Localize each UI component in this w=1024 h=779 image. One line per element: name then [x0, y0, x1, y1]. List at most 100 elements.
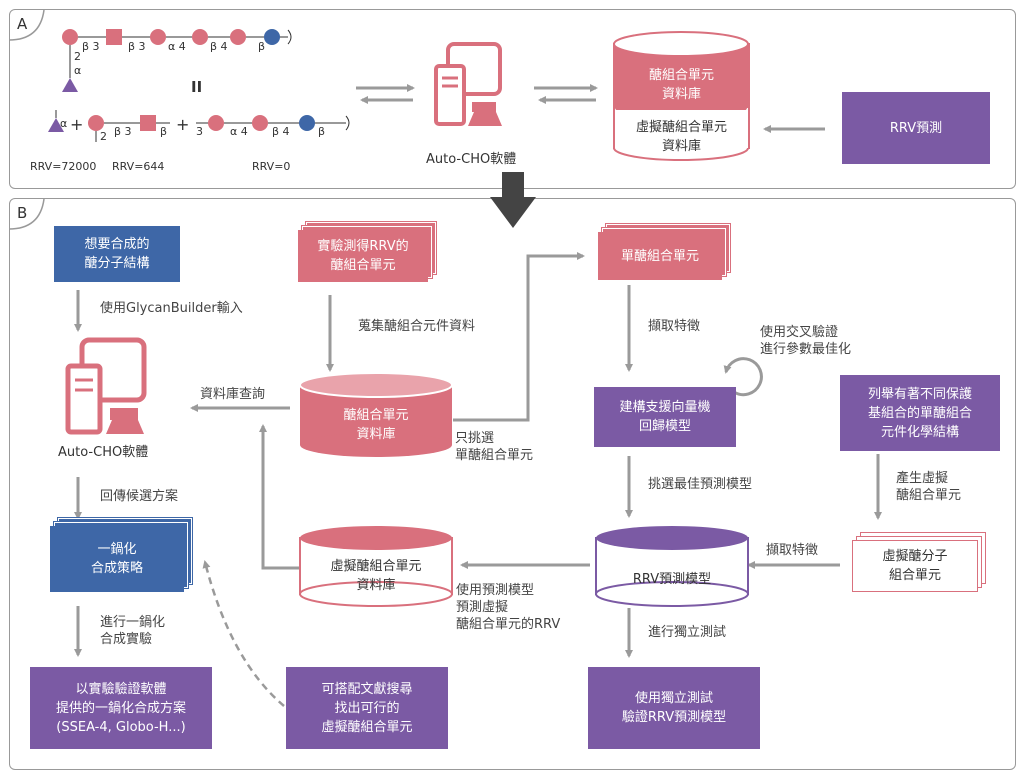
rrv-label: RRV=72000 — [30, 160, 97, 173]
tag-b-arc — [8, 198, 45, 230]
link-label: β 4 — [272, 125, 290, 138]
software-label: Auto-CHO軟體 — [426, 152, 517, 167]
glycan-triangle — [48, 118, 64, 132]
box-line: 虛擬醣分子 — [882, 549, 948, 564]
glycan-circle — [252, 115, 268, 131]
svg-text:+: + — [176, 115, 189, 134]
db-line: 醣組合單元 — [343, 408, 409, 423]
indep-box: 使用獨立測試 驗證RRV預測模型 — [588, 667, 760, 749]
equals-sign: II — [191, 78, 203, 96]
branch-label: α — [74, 64, 82, 77]
loop-arrow — [723, 357, 763, 397]
svg-text:+: + — [70, 115, 83, 134]
perform-line: 合成實驗 — [100, 632, 153, 647]
glycan-circle-blue — [299, 115, 315, 131]
extract-label: 擷取特徵 — [648, 319, 701, 334]
panel-b-tag: B — [17, 204, 28, 222]
link-label: 2 — [100, 130, 107, 143]
glycan-triangle — [62, 78, 78, 92]
db-line: 虛擬醣組合單元 — [330, 559, 422, 574]
box-line: 提供的一鍋化合成方案 — [55, 700, 186, 716]
link-label: α 4 — [168, 40, 186, 53]
link-label: α 4 — [230, 125, 248, 138]
link-label: β 3 — [114, 125, 132, 138]
link-label: β 3 — [82, 40, 100, 53]
software-label-b: Auto-CHO軟體 — [58, 445, 149, 460]
box-line: 基組合的單醣組合 — [867, 405, 972, 421]
panel-a-tag: A — [17, 15, 28, 33]
virtual-front: 虛擬醣分子 組合單元 — [852, 540, 978, 592]
glycan-circle-blue — [264, 29, 280, 45]
db-top-line: 資料庫 — [661, 87, 701, 102]
box-line: 使用獨立測試 — [634, 691, 713, 706]
db-bottom-line: 資料庫 — [661, 139, 701, 154]
glycan-circle — [230, 29, 246, 45]
box-line: 建構支援向量機 — [619, 400, 711, 415]
glycan-circle — [62, 29, 78, 45]
box-line: 想要合成的 — [84, 237, 150, 252]
rrv-label: RRV=0 — [252, 160, 291, 173]
select-best-label: 挑選最佳預測模型 — [648, 477, 753, 492]
box-line: 可搭配文獻搜尋 — [321, 681, 413, 697]
measured-stack: 實驗測得RRV的 醣組合單元 — [298, 222, 436, 282]
virtual-database-icon — [299, 526, 453, 607]
db-bottom-line: 虛擬醣組合單元 — [635, 120, 727, 135]
glycan-circle — [208, 115, 224, 131]
predict-line: 使用預測模型 — [456, 583, 535, 598]
predict-line: 預測虛擬 — [456, 600, 509, 615]
db-line: 資料庫 — [356, 427, 396, 442]
rrv-label: RRV=644 — [112, 160, 165, 173]
input-label: 使用GlycanBuilder輸入 — [100, 301, 243, 316]
glycan-bottom-chain: + + — [48, 110, 350, 142]
box-line: 一鍋化 — [97, 542, 137, 557]
big-down-arrow — [490, 172, 536, 228]
predict-label: 使用預測模型 預測虛擬 醣組合單元的RRV — [456, 582, 560, 633]
gen-label: 產生虛擬 醣組合單元 — [896, 470, 961, 504]
db-line: 資料庫 — [356, 578, 396, 593]
rrv-model-label-wrap: RRV預測模型 — [596, 568, 748, 587]
measured-front: 實驗測得RRV的 醣組合單元 — [298, 230, 428, 282]
one-pot-stack: 一鍋化 合成策略 — [50, 518, 192, 592]
predict-line: 醣組合單元的RRV — [456, 617, 561, 632]
dashed-arrow — [202, 560, 285, 707]
computer-icon — [434, 42, 502, 126]
indep-label: 進行獨立測試 — [648, 625, 727, 640]
select-only-label: 只挑選 單醣組合單元 — [455, 430, 533, 464]
box-line: 虛擬醣組合單元 — [321, 719, 413, 735]
svm-box: 建構支援向量機 回歸模型 — [594, 387, 736, 447]
db-query-label: 資料庫查詢 — [200, 387, 266, 402]
link-label: β 4 — [210, 40, 228, 53]
box-line: 組合單元 — [888, 568, 941, 583]
glycan-circle — [192, 29, 208, 45]
link-label: 3 — [196, 125, 203, 138]
db-bottom-text: 虛擬醣組合單元 資料庫 — [615, 118, 748, 156]
glycan-top-chain — [62, 29, 292, 92]
link-label: α — [60, 117, 68, 130]
box-line: 醣組合單元 — [330, 258, 396, 273]
rrv-predict-label: RRV預測 — [889, 120, 943, 136]
db-units-text: 醣組合單元 資料庫 — [300, 406, 452, 444]
link-label: β 3 — [128, 40, 146, 53]
gen-line: 產生虛擬 — [896, 471, 949, 486]
cross-line: 使用交叉驗證 — [760, 325, 839, 340]
box-line: 以實驗驗證軟體 — [75, 681, 167, 697]
literature-box: 可搭配文獻搜尋 找出可行的 虛擬醣組合單元 — [286, 667, 448, 749]
box-line: 找出可行的 — [334, 700, 400, 716]
select-line: 只挑選 — [455, 431, 495, 446]
box-line: 元件化學結構 — [880, 424, 959, 440]
cross-line: 進行參數最佳化 — [760, 342, 852, 357]
target-structure-box: 想要合成的 醣分子結構 — [54, 226, 180, 282]
virtual-db-text: 虛擬醣組合單元 資料庫 — [300, 557, 452, 595]
box-line: (SSEA-4, Globo-H...) — [56, 719, 186, 735]
box-line: 單醣組合單元 — [620, 248, 699, 264]
collect-label: 蒐集醣組合元件資料 — [358, 319, 476, 334]
box-line: 醣分子結構 — [84, 256, 150, 271]
link-label: β — [318, 125, 326, 138]
glycan-square — [140, 115, 156, 131]
db-top-line: 醣組合單元 — [648, 68, 714, 83]
link-label: β — [258, 40, 266, 53]
list-box: 列舉有著不同保護 基組合的單醣組合 元件化學結構 — [840, 375, 1000, 451]
box-line: 實驗測得RRV的 — [317, 239, 409, 254]
rrv-predict-box: RRV預測 — [842, 92, 990, 164]
